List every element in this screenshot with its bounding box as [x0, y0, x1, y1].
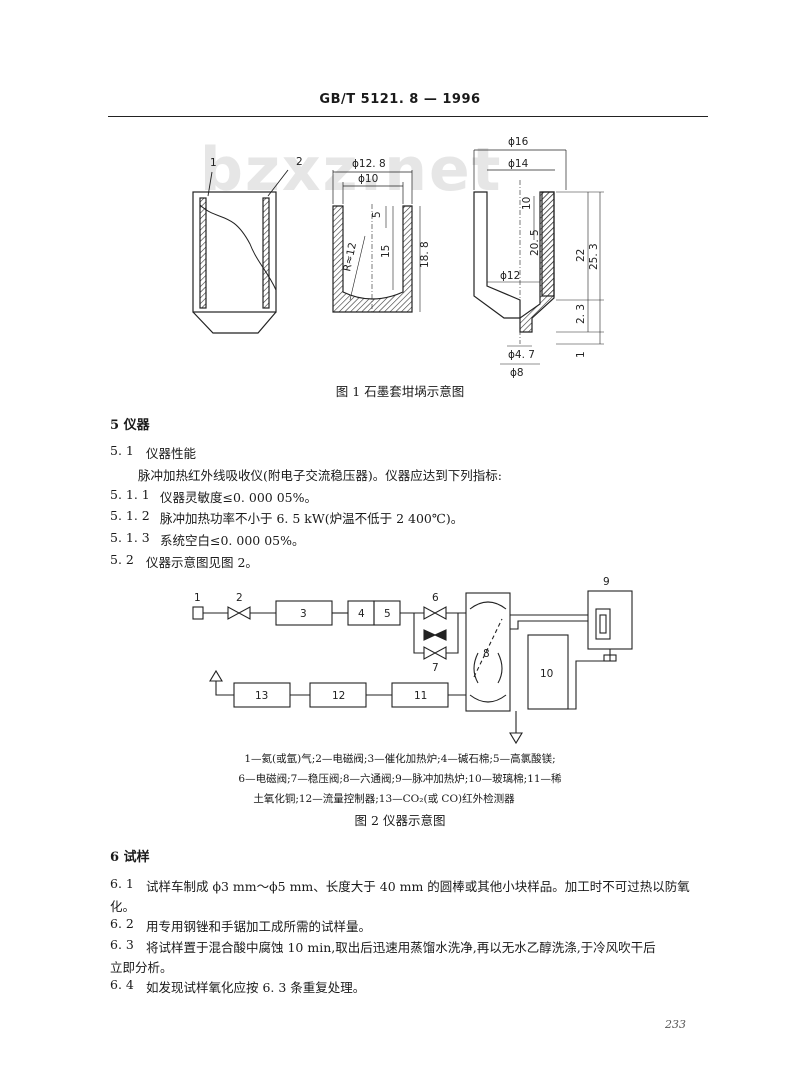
item-6-1-num: 6. 1 [110, 876, 134, 891]
standard-header: GB/T 5121. 8 — 1996 [319, 92, 481, 107]
label-n13: 13 [255, 690, 268, 702]
item-6-3-cont: 立即分析。 [110, 960, 173, 975]
label-n8: 8 [483, 648, 490, 660]
item-5-1-2-text: 脉冲加热功率不小于 6. 5 kW(炉温不低于 2 400℃)。 [160, 511, 464, 526]
label-n10: 10 [540, 668, 553, 680]
label-part1: 1 [210, 157, 217, 169]
label-n9: 9 [603, 576, 610, 588]
label-d4-7: ϕ4. 7 [508, 349, 535, 361]
item-5-2-num: 5. 2 [110, 552, 134, 567]
item-6-4-text: 如发现试样氧化应按 6. 3 条重复处理。 [146, 980, 366, 995]
item-5-1-3-text: 系统空白≤0. 000 05%。 [160, 533, 305, 548]
label-dim15: 15 [380, 245, 392, 258]
figure1-crucible-diagram: 1 2 ϕ12. 8 ϕ10 5 15 R≈12 18. 8 ϕ16 ϕ14 1… [192, 136, 604, 379]
item-5-1-1-num: 5. 1. 1 [110, 487, 150, 502]
crucible-inner-drawing [332, 170, 421, 313]
exhaust-up-arrow [209, 669, 223, 682]
label-d12-8: ϕ12. 8 [352, 158, 386, 170]
section5-heading: 5 仪器 [110, 418, 150, 433]
label-part2: 2 [296, 156, 303, 168]
label-n11: 11 [414, 690, 427, 702]
figure2-legend-line2: 6—电磁阀;7—稳压阀;8—六通阀;9—脉冲加热炉;10—玻璃棉;11—稀 [238, 773, 562, 785]
check-valve-icon [423, 629, 447, 641]
label-dim10: 10 [521, 197, 533, 210]
item-5-1-text: 仪器性能 [146, 446, 197, 461]
label-n2: 2 [236, 592, 243, 604]
regulator-valve-7 [423, 646, 447, 660]
figure2-legend-line1: 1—氦(或氩)气;2—电磁阀;3—催化加热炉;4—碱石棉;5—高氯酸镁; [244, 753, 556, 765]
item-5-1-2-num: 5. 1. 2 [110, 508, 150, 523]
label-dim2-3: 2. 3 [575, 304, 587, 324]
crucible-sleeve-drawing [192, 169, 289, 334]
label-dim1: 1 [575, 351, 587, 358]
label-n5: 5 [384, 608, 391, 620]
figure2-legend-line3: 土氧化铜;12—流量控制器;13—CO₂(或 CO)红外检测器 [253, 793, 515, 805]
figure1-caption: 图 1 石墨套坩埚示意图 [335, 384, 465, 399]
label-n7: 7 [432, 662, 439, 674]
label-radius: R≈12 [341, 241, 359, 272]
figure2-instrument-diagram: 1 2 3 4 5 6 7 8 9 10 11 12 13 [192, 576, 633, 745]
gas-source-box [192, 606, 204, 620]
item-6-4-num: 6. 4 [110, 977, 134, 992]
item-6-2-text: 用专用钢锉和手锯加工成所需的试样量。 [146, 919, 372, 934]
label-n6: 6 [432, 592, 439, 604]
solenoid-valve-2 [227, 606, 251, 620]
box-10 [527, 634, 569, 710]
label-dim20-5: 20. 5 [529, 229, 541, 256]
label-n3: 3 [300, 608, 307, 620]
label-d12: ϕ12 [500, 270, 520, 282]
six-way-valve-8 [465, 592, 511, 712]
item-5-1-1-text: 仪器灵敏度≤0. 000 05%。 [160, 490, 317, 505]
label-n1: 1 [194, 592, 201, 604]
header-rule [108, 116, 708, 117]
label-dim25-3: 25. 3 [588, 243, 600, 270]
item-5-1-num: 5. 1 [110, 443, 134, 458]
label-d8: ϕ8 [510, 367, 524, 379]
label-d16: ϕ16 [508, 136, 529, 148]
crucible-outer-drawing [473, 149, 604, 365]
item-5-1-desc: 脉冲加热红外线吸收仪(附电子交流稳压器)。仪器应达到下列指标: [138, 468, 502, 483]
item-6-1-cont: 化。 [110, 899, 136, 914]
label-dim5: 5 [371, 211, 383, 218]
item-6-3-text: 将试样置于混合酸中腐蚀 10 min,取出后迅速用蒸馏水洗净,再以无水乙醇洗涤,… [146, 940, 656, 955]
label-d14: ϕ14 [508, 158, 529, 170]
vent-down-arrow [509, 732, 523, 745]
page-number: 233 [665, 1018, 686, 1031]
label-d10: ϕ10 [358, 173, 378, 185]
item-6-2-num: 6. 2 [110, 916, 134, 931]
label-dim18-8: 18. 8 [419, 241, 431, 268]
section6-heading: 6 试样 [110, 850, 150, 865]
label-n4: 4 [358, 608, 365, 620]
label-dim22: 22 [575, 249, 587, 262]
item-5-1-3-num: 5. 1. 3 [110, 530, 150, 545]
solenoid-valve-6 [423, 606, 447, 620]
item-6-3-num: 6. 3 [110, 937, 134, 952]
figure2-caption: 图 2 仪器示意图 [354, 813, 446, 828]
item-6-1-text: 试样车制成 ϕ3 mm～ϕ5 mm、长度大于 40 mm 的圆棒或其他小块样品。… [146, 879, 690, 894]
watermark: bzxz.net [200, 135, 503, 205]
label-n12: 12 [332, 690, 345, 702]
item-5-2-text: 仪器示意图见图 2。 [146, 555, 258, 570]
